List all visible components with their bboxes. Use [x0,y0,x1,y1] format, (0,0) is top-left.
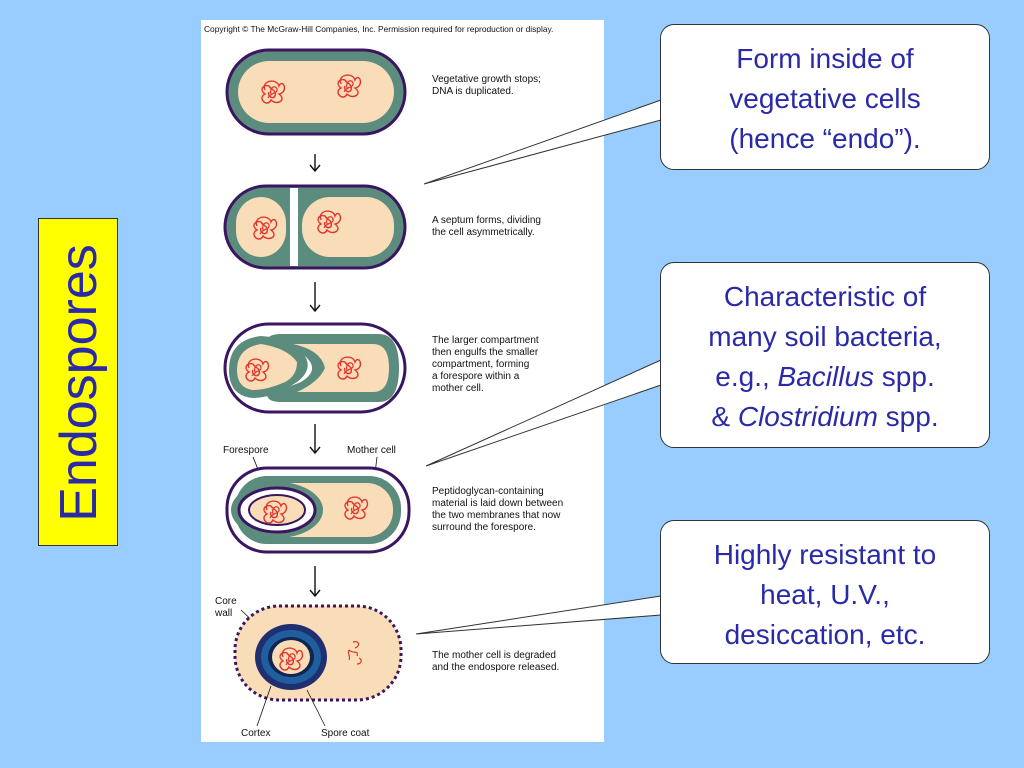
callout-2-line-4-suffix: spp. [877,401,939,432]
callout-2-line-3: e.g., Bacillus spp. [671,357,979,397]
step-3-line-2: then engulfs the smaller [432,347,539,358]
title-box: Endospores [38,218,118,546]
callout-formation: Form inside of vegetative cells (hence “… [660,24,990,170]
cortex-label: Cortex [241,728,270,739]
stage-2-septum [223,184,407,270]
step-1-line-1: Vegetative growth stops; [432,74,541,85]
step-3-line-3: compartment, forming [432,359,529,370]
spore-coat-label: Spore coat [321,728,370,739]
forespore-label: Forespore [223,445,269,456]
wall-label: wall [214,608,232,619]
callout-1-line-1: Form inside of [736,43,914,74]
step-3-line-4: a forespore within a [432,371,520,382]
callout-2-line-3-prefix: e.g., [715,361,778,392]
step-3-line-5: mother cell. [432,383,484,394]
step-2-line-1: A septum forms, dividing [432,215,541,226]
callout-2-line-3-suffix: spp. [874,361,935,392]
callout-resistance: Highly resistant to heat, U.V., desiccat… [660,520,990,664]
step-2-line-2: the cell asymmetrically. [432,227,535,238]
stage-5-endospore [233,604,403,702]
callout-1-line-2: vegetative cells [729,83,921,114]
step-4-line-2: material is laid down between [432,498,563,509]
step-4-line-3: the two membranes that now [432,510,561,521]
step-4-line-4: surround the forespore. [432,522,536,533]
callout-1-line-3: (hence “endo”). [729,123,921,154]
stage-4-forespore [225,466,411,554]
core-label: Core [215,596,237,607]
step-5-line-2: and the endospore released. [432,662,559,673]
sporulation-figure: Copyright © The McGraw-Hill Companies, I… [201,20,604,742]
arrow-down-icon [309,154,321,173]
arrow-down-icon [309,566,321,598]
callout-2-line-1: Characteristic of [723,281,927,312]
genus-bacillus: Bacillus [777,361,875,392]
callout-3-line-2: heat, U.V., [760,579,890,610]
mother-cell-label: Mother cell [347,445,396,456]
step-3-line-1: The larger compartment [432,335,539,346]
arrow-down-icon [309,282,321,313]
callout-3-line-1: Highly resistant to [713,539,937,570]
sporulation-diagram: Copyright © The McGraw-Hill Companies, I… [204,24,563,739]
stage-1-vegetative-cell [225,48,407,136]
step-5-line-1: The mother cell is degraded [432,650,556,661]
slide-title: Endospores [50,244,108,522]
callout-soil-bacteria: Characteristic of many soil bacteria, e.… [660,262,990,448]
callout-2-line-4: & Clostridium spp. [671,397,979,437]
callout-3-line-3: desiccation, etc. [724,619,926,650]
stage-3-engulfment [223,322,407,414]
callout-2-line-4-prefix: & [711,401,738,432]
step-1-line-2: DNA is duplicated. [432,86,514,97]
genus-clostridium: Clostridium [737,401,878,432]
arrow-down-icon [309,424,321,455]
copyright-notice: Copyright © The McGraw-Hill Companies, I… [204,24,553,34]
callout-2-line-2: many soil bacteria, [708,321,942,352]
step-4-line-1: Peptidoglycan-containing [432,486,544,497]
